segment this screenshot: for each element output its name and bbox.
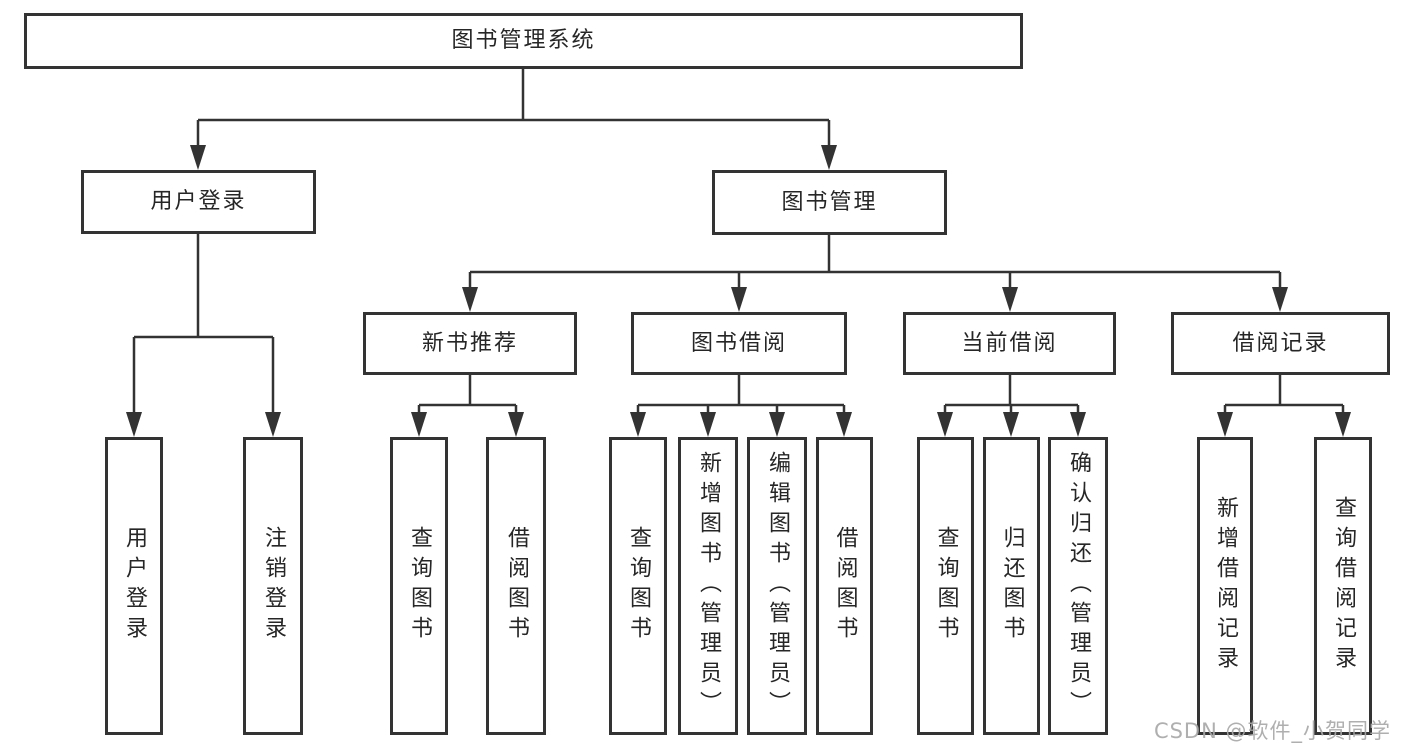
leaf-query-borrow-record-label: 查询借阅记录: [1331, 496, 1356, 676]
node-book-management-label: 图书管理: [781, 189, 878, 215]
csdn-watermark: CSDN @软件_小贺同学: [1153, 719, 1391, 743]
leaf-return-book-label: 归还图书: [999, 526, 1025, 646]
leaf-query-books-recommend: 查询图书: [390, 437, 448, 735]
leaf-add-book-admin: 新增图书（管理员）: [678, 437, 738, 735]
leaf-edit-book-admin: 编辑图书（管理员）: [747, 437, 807, 735]
node-current-borrow: 当前借阅: [903, 312, 1116, 375]
leaf-add-borrow-record-label: 新增借阅记录: [1213, 496, 1238, 676]
leaf-confirm-return-admin-label: 确认归还（管理员）: [1066, 451, 1091, 721]
leaf-edit-book-admin-label: 编辑图书（管理员）: [765, 451, 790, 721]
node-root: 图书管理系统: [24, 13, 1023, 69]
leaf-add-book-admin-label: 新增图书（管理员）: [696, 451, 721, 721]
leaf-confirm-return-admin: 确认归还（管理员）: [1048, 437, 1108, 735]
node-book-management: 图书管理: [712, 170, 947, 235]
node-current-borrow-label: 当前借阅: [961, 330, 1058, 356]
node-new-book-recommend-label: 新书推荐: [421, 330, 518, 356]
leaf-logout-label: 注销登录: [261, 526, 286, 646]
leaf-query-books-borrow-label: 查询图书: [626, 526, 651, 646]
node-borrow-record-label: 借阅记录: [1232, 330, 1329, 356]
leaf-borrow-books-recommend-label: 借阅图书: [504, 526, 529, 646]
node-book-borrow-label: 图书借阅: [690, 330, 787, 356]
leaf-borrow-books: 借阅图书: [816, 437, 873, 735]
leaf-query-books-current: 查询图书: [917, 437, 974, 735]
node-root-label: 图书管理系统: [451, 28, 596, 53]
leaf-borrow-books-recommend: 借阅图书: [486, 437, 546, 735]
leaf-query-books-borrow: 查询图书: [609, 437, 667, 735]
node-new-book-recommend: 新书推荐: [363, 312, 577, 375]
node-book-borrow: 图书借阅: [631, 312, 847, 375]
leaf-query-books-current-label: 查询图书: [933, 526, 959, 646]
leaf-query-books-recommend-label: 查询图书: [407, 526, 432, 646]
node-user-login-label: 用户登录: [150, 189, 247, 214]
leaf-add-borrow-record: 新增借阅记录: [1197, 437, 1253, 735]
node-user-login: 用户登录: [81, 170, 316, 234]
leaf-query-borrow-record: 查询借阅记录: [1314, 437, 1372, 735]
leaf-user-login-label: 用户登录: [122, 526, 147, 646]
leaf-borrow-books-label: 借阅图书: [832, 526, 858, 646]
leaf-user-login: 用户登录: [105, 437, 163, 735]
leaf-logout: 注销登录: [243, 437, 303, 735]
arrowhead-icons: [126, 145, 1351, 437]
node-borrow-record: 借阅记录: [1171, 312, 1390, 375]
leaf-return-book: 归还图书: [983, 437, 1040, 735]
